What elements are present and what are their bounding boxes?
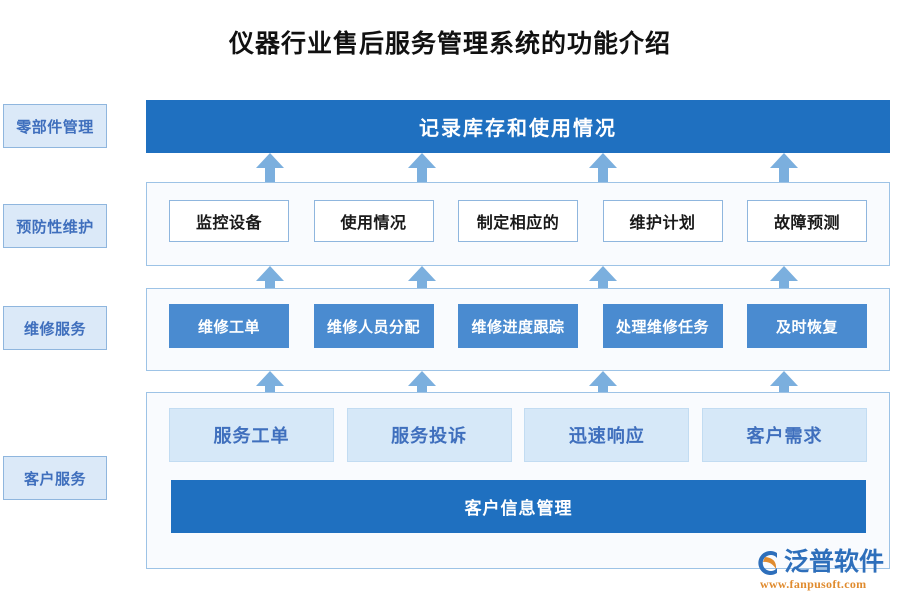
cell-strip: 监控设备 使用情况 制定相应的 维护计划 故障预测 — [169, 200, 867, 242]
logo-top: 泛普软件 — [752, 548, 884, 578]
flow-cell-repair-work-order[interactable]: 维修工单 — [169, 304, 289, 348]
up-arrow-icon — [408, 153, 436, 182]
sidebar-item-parts-management[interactable]: 零部件管理 — [3, 104, 107, 148]
up-arrow-icon — [256, 266, 284, 295]
sidebar-item-customer-service[interactable]: 客户服务 — [3, 456, 107, 500]
flow-cell-make-corresponding[interactable]: 制定相应的 — [458, 200, 578, 242]
up-arrow-icon — [256, 153, 284, 182]
arrow-row-to-banner — [146, 153, 890, 182]
preventive-maintenance-row: 监控设备 使用情况 制定相应的 维护计划 故障预测 — [146, 182, 890, 266]
category-sidebar: 零部件管理 预防性维护 维修服务 客户服务 — [0, 0, 146, 600]
flow-cell-usage-status[interactable]: 使用情况 — [313, 200, 434, 242]
up-arrow-icon — [770, 153, 798, 182]
cell-strip: 服务工单 服务投诉 迅速响应 客户需求 — [169, 408, 867, 462]
inventory-banner[interactable]: 记录库存和使用情况 — [146, 100, 890, 153]
flow-cell-service-work-order[interactable]: 服务工单 — [169, 408, 334, 462]
flow-cell-maintenance-plan[interactable]: 维护计划 — [602, 200, 723, 242]
flow-cell-repair-staff-assignment[interactable]: 维修人员分配 — [313, 304, 434, 348]
flow-cell-monitor-equipment[interactable]: 监控设备 — [169, 200, 289, 242]
up-arrow-icon — [589, 266, 617, 295]
brand-logo: 泛普软件 www.fanpusoft.com — [752, 548, 892, 594]
flow-diagram: 记录库存和使用情况 监控设备 使用情况 制定相应的 维护计划 故障预测 维修工单… — [146, 0, 890, 600]
fanpu-logo-icon — [752, 548, 782, 578]
flow-cell-rapid-response[interactable]: 迅速响应 — [524, 408, 690, 462]
flow-cell-fault-prediction[interactable]: 故障预测 — [747, 200, 867, 242]
sidebar-item-repair-service[interactable]: 维修服务 — [3, 306, 107, 350]
flow-cell-service-complaint[interactable]: 服务投诉 — [346, 408, 512, 462]
arrow-row-to-preventive — [146, 266, 890, 295]
logo-url: www.fanpusoft.com — [760, 577, 867, 591]
flow-cell-timely-recovery[interactable]: 及时恢复 — [747, 304, 867, 348]
up-arrow-icon — [589, 153, 617, 182]
sidebar-item-preventive-maintenance[interactable]: 预防性维护 — [3, 204, 107, 248]
page-title: 仪器行业售后服务管理系统的功能介绍 — [228, 31, 671, 58]
logo-name: 泛普软件 — [784, 549, 885, 576]
cell-strip: 维修工单 维修人员分配 维修进度跟踪 处理维修任务 及时恢复 — [169, 304, 867, 348]
repair-service-row: 维修工单 维修人员分配 维修进度跟踪 处理维修任务 及时恢复 — [146, 288, 890, 371]
flow-cell-handle-repair-task[interactable]: 处理维修任务 — [602, 304, 723, 348]
flow-cell-customer-demand[interactable]: 客户需求 — [701, 408, 867, 462]
up-arrow-icon — [408, 266, 436, 295]
customer-service-row: 服务工单 服务投诉 迅速响应 客户需求 客户信息管理 — [146, 392, 890, 569]
up-arrow-icon — [770, 266, 798, 295]
flow-cell-repair-progress-tracking[interactable]: 维修进度跟踪 — [458, 304, 578, 348]
customer-info-management-bar[interactable]: 客户信息管理 — [171, 480, 866, 533]
